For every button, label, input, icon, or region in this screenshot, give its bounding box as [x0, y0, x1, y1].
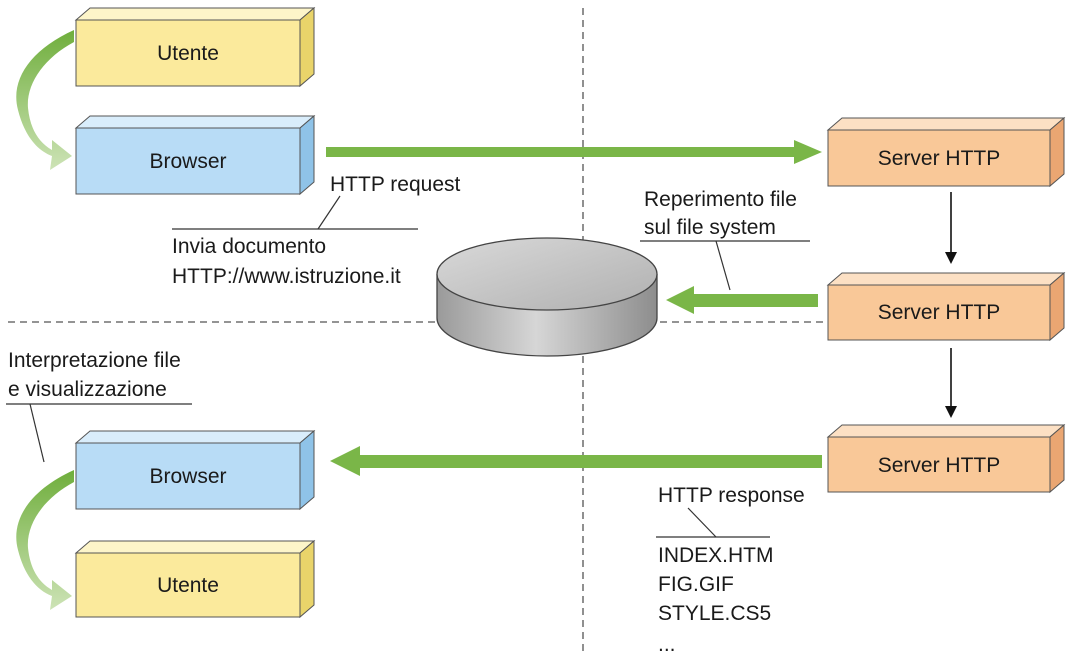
invia-documento-callout	[172, 195, 418, 230]
http-response-label: HTTP response	[658, 484, 805, 507]
server-to-disk-arrow	[666, 286, 818, 314]
curved-arrow-bottom	[16, 470, 74, 610]
invia-documento-line1: Invia documento	[172, 235, 326, 258]
server-box-1: Server HTTP	[826, 116, 1066, 188]
browser-box-top: Browser	[74, 114, 316, 196]
interpretazione-line2: e visualizzazione	[8, 378, 167, 401]
server-2-label: Server HTTP	[878, 301, 1001, 324]
file-system-disk-icon	[436, 237, 658, 357]
reperimento-callout	[640, 240, 810, 291]
utente-top-label: Utente	[157, 42, 219, 65]
file-item-1: INDEX.HTM	[658, 544, 774, 567]
browser-bottom-label: Browser	[149, 465, 226, 488]
http-response-arrow	[330, 446, 822, 476]
utente-box-bottom: Utente	[74, 539, 316, 619]
http-request-label: HTTP request	[330, 173, 460, 196]
file-item-4: ...	[658, 633, 676, 656]
server-3-label: Server HTTP	[878, 454, 1001, 477]
reperimento-line2: sul file system	[644, 216, 776, 239]
utente-box-top: Utente	[74, 6, 316, 88]
server-1-label: Server HTTP	[878, 147, 1001, 170]
reperimento-line1: Reperimento file	[644, 188, 797, 211]
down-arrow-2	[945, 348, 957, 418]
invia-documento-line2: HTTP://www.istruzione.it	[172, 265, 401, 288]
down-arrow-1	[945, 192, 957, 264]
http-response-callout	[656, 507, 770, 538]
file-item-2: FIG.GIF	[658, 573, 734, 596]
file-item-3: STYLE.CS5	[658, 602, 771, 625]
http-request-arrow	[326, 140, 822, 164]
browser-top-label: Browser	[149, 150, 226, 173]
interpretazione-callout	[6, 403, 192, 463]
server-box-3: Server HTTP	[826, 423, 1066, 494]
server-box-2: Server HTTP	[826, 271, 1066, 342]
curved-arrow-top	[16, 30, 74, 170]
browser-box-bottom: Browser	[74, 429, 316, 511]
utente-bottom-label: Utente	[157, 574, 219, 597]
interpretazione-line1: Interpretazione file	[8, 349, 181, 372]
